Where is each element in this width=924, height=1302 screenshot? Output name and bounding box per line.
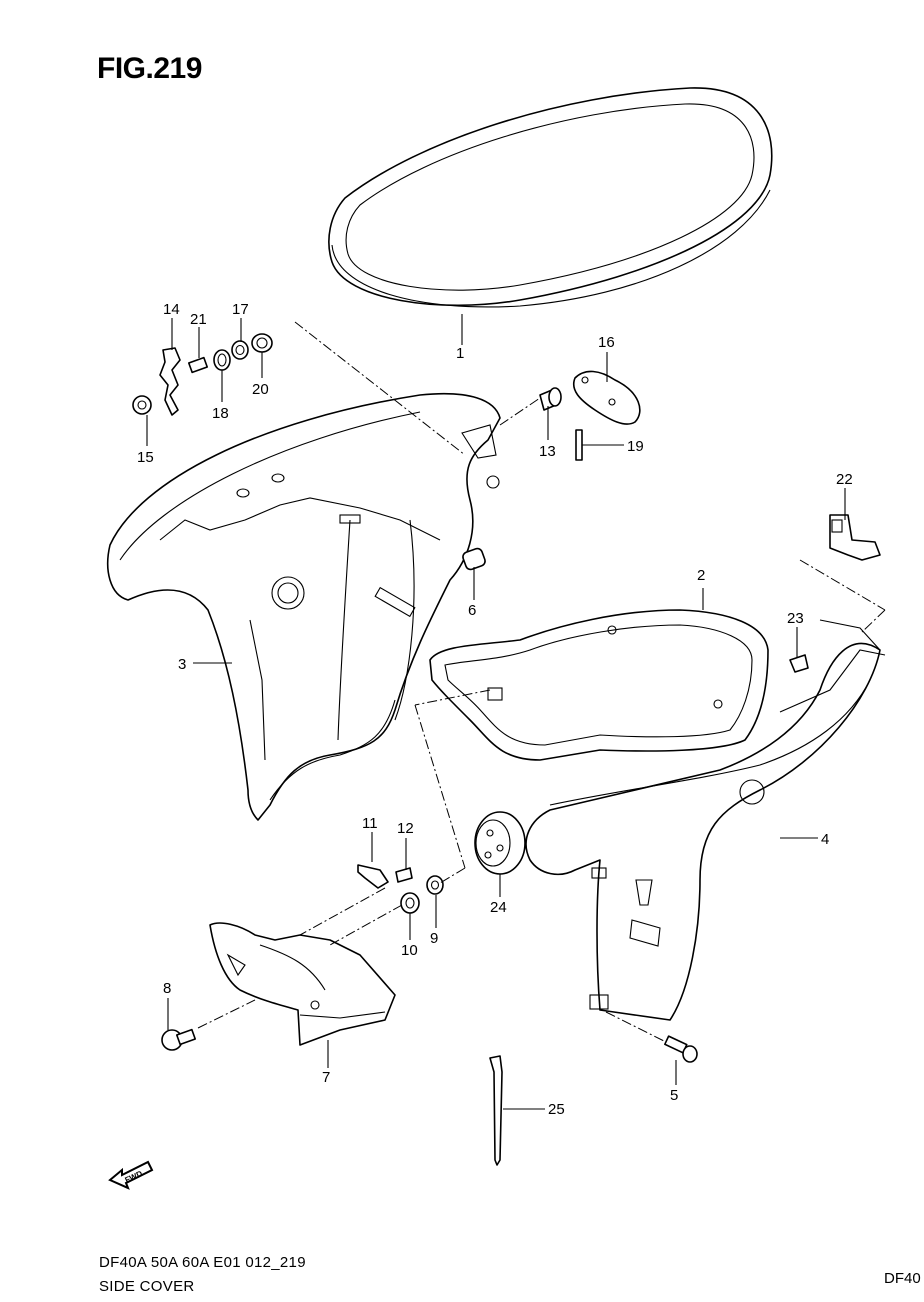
callout-9: 9 bbox=[430, 930, 438, 947]
part-21-pin bbox=[187, 356, 209, 374]
callout-17: 17 bbox=[232, 301, 249, 318]
part-24-grommet bbox=[474, 811, 526, 875]
part-14-lever bbox=[159, 347, 181, 416]
part-3-left-cover bbox=[106, 392, 501, 821]
callout-10: 10 bbox=[401, 942, 418, 959]
callout-20: 20 bbox=[252, 381, 269, 398]
callout-4: 4 bbox=[821, 831, 829, 848]
part-23-bolt bbox=[789, 654, 809, 673]
part-7-lower-cover bbox=[209, 922, 396, 1046]
part-10-grommet bbox=[400, 892, 420, 914]
part-6-bushing bbox=[462, 547, 486, 571]
part-5-bolt bbox=[664, 1035, 698, 1063]
callout-24: 24 bbox=[490, 899, 507, 916]
part-13-screw bbox=[539, 387, 562, 411]
callout-6: 6 bbox=[468, 602, 476, 619]
callout-19: 19 bbox=[627, 438, 644, 455]
callout-8: 8 bbox=[163, 980, 171, 997]
part-1-seal bbox=[328, 87, 773, 308]
part-9-nut bbox=[426, 875, 444, 895]
callout-18: 18 bbox=[212, 405, 229, 422]
callout-16: 16 bbox=[598, 334, 615, 351]
fwd-arrow-label: FWD bbox=[123, 1169, 144, 1185]
part-15-nut bbox=[132, 395, 152, 415]
corner-model-code: DF40 bbox=[884, 1270, 921, 1287]
part-20-bushing bbox=[251, 333, 273, 353]
leader-lines bbox=[146, 314, 846, 1110]
callout-7: 7 bbox=[322, 1069, 330, 1086]
part-4-right-cover bbox=[525, 619, 886, 1021]
footer-model-code: DF40A 50A 60A E01 012_219 bbox=[99, 1254, 306, 1271]
part-17-washer bbox=[231, 340, 249, 360]
assembly-lines bbox=[197, 321, 886, 1043]
part-22-clamp bbox=[829, 514, 881, 561]
callout-12: 12 bbox=[397, 820, 414, 837]
callout-numbers: 1 2 3 4 5 6 7 8 9 10 11 12 13 14 15 16 1… bbox=[137, 301, 853, 1118]
callout-13: 13 bbox=[539, 443, 556, 460]
callout-23: 23 bbox=[787, 610, 804, 627]
callout-15: 15 bbox=[137, 449, 154, 466]
callout-1: 1 bbox=[456, 345, 464, 362]
part-8-bolt bbox=[161, 1028, 197, 1051]
callout-3: 3 bbox=[178, 656, 186, 673]
part-11-clip bbox=[357, 864, 389, 889]
part-18-washer bbox=[213, 349, 231, 371]
callout-25: 25 bbox=[548, 1101, 565, 1118]
figure-title: FIG.219 bbox=[97, 52, 202, 85]
part-19-pin bbox=[575, 429, 583, 461]
footer-section-name: SIDE COVER bbox=[99, 1278, 195, 1295]
part-12-screw bbox=[395, 867, 413, 883]
callout-21: 21 bbox=[190, 311, 207, 328]
callout-5: 5 bbox=[670, 1087, 678, 1104]
callout-11: 11 bbox=[362, 815, 378, 832]
callout-14: 14 bbox=[163, 301, 180, 318]
part-25-cable-tie bbox=[489, 1055, 503, 1166]
part-16-bracket bbox=[573, 370, 641, 425]
part-2-frame bbox=[429, 609, 769, 761]
fwd-arrow-icon: FWD bbox=[108, 1160, 154, 1190]
callout-22: 22 bbox=[836, 471, 853, 488]
callout-2: 2 bbox=[697, 567, 705, 584]
